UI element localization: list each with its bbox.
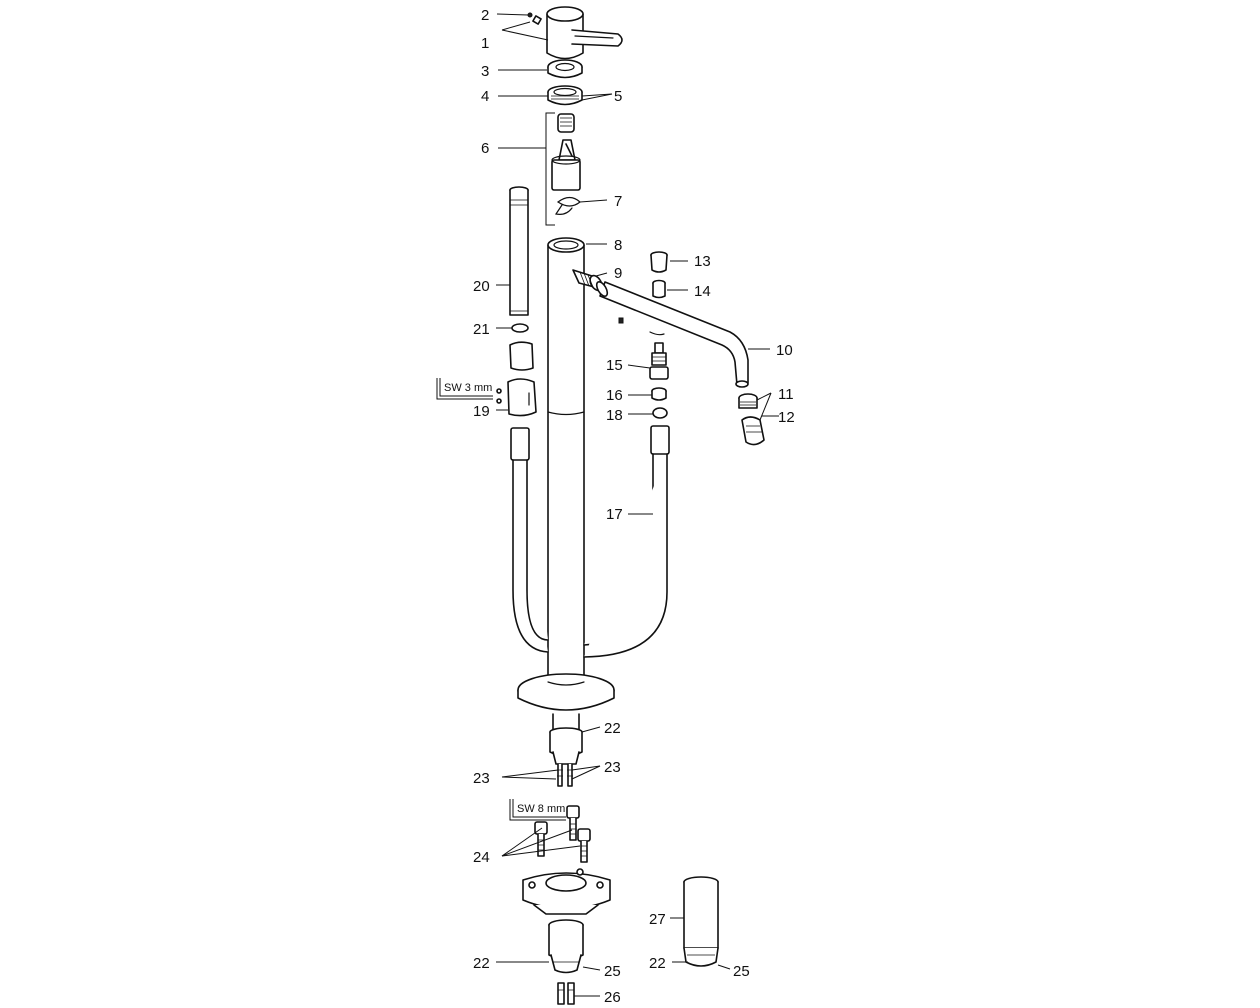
threaded-nut bbox=[547, 85, 583, 106]
label-21: 21 bbox=[473, 321, 490, 338]
cover-ring bbox=[547, 59, 583, 79]
label-25-right: 25 bbox=[733, 963, 750, 980]
tool-label-sw8: SW 8 mm bbox=[517, 803, 565, 815]
label-22-right: 22 bbox=[649, 955, 666, 972]
label-1: 1 bbox=[481, 35, 489, 52]
retaining-clip bbox=[555, 196, 581, 215]
label-12: 12 bbox=[778, 409, 795, 426]
label-20: 20 bbox=[473, 278, 490, 295]
main-column bbox=[547, 237, 585, 691]
label-7: 7 bbox=[614, 193, 622, 210]
label-18: 18 bbox=[606, 407, 623, 424]
label-27: 27 bbox=[649, 911, 666, 928]
fitting-22-bottom bbox=[548, 919, 584, 974]
spout bbox=[595, 280, 749, 388]
valve-cartridge bbox=[649, 342, 669, 380]
label-22-top: 22 bbox=[604, 720, 621, 737]
label-14: 14 bbox=[694, 283, 711, 300]
shower-holder bbox=[496, 341, 537, 417]
label-13: 13 bbox=[694, 253, 711, 270]
label-19: 19 bbox=[473, 403, 490, 420]
label-3: 3 bbox=[481, 63, 489, 80]
leader-lines bbox=[436, 13, 779, 997]
fitting-22-top bbox=[549, 727, 583, 765]
part-number-labels: 2 1 3 4 5 6 7 8 9 13 14 10 15 16 18 11 1… bbox=[473, 7, 795, 1006]
cap-sleeve-13 bbox=[650, 251, 668, 273]
label-22-bottom: 22 bbox=[473, 955, 490, 972]
label-6: 6 bbox=[481, 140, 489, 157]
nut-16 bbox=[651, 387, 667, 401]
hose-tails-23 bbox=[557, 763, 573, 787]
label-23-left: 23 bbox=[473, 770, 490, 787]
label-8: 8 bbox=[614, 237, 622, 254]
extension-27 bbox=[683, 876, 719, 967]
label-5: 5 bbox=[614, 88, 622, 105]
label-2: 2 bbox=[481, 7, 489, 24]
grub-screw bbox=[527, 12, 542, 25]
label-23-right: 23 bbox=[604, 759, 621, 776]
handle-cap bbox=[546, 6, 623, 60]
label-25-left: 25 bbox=[604, 963, 621, 980]
label-9: 9 bbox=[614, 265, 622, 282]
label-16: 16 bbox=[606, 387, 623, 404]
cartridge-group bbox=[551, 113, 581, 191]
label-10: 10 bbox=[776, 342, 793, 359]
label-26: 26 bbox=[604, 989, 621, 1006]
aerator bbox=[738, 393, 765, 446]
tool-label-sw3: SW 3 mm bbox=[444, 382, 492, 394]
floor-escutcheon bbox=[517, 673, 615, 711]
label-17: 17 bbox=[606, 506, 623, 523]
label-24: 24 bbox=[473, 849, 490, 866]
label-15: 15 bbox=[606, 357, 623, 374]
mounting-flange bbox=[522, 868, 611, 915]
label-4: 4 bbox=[481, 88, 489, 105]
pins-26 bbox=[557, 982, 575, 1005]
washer-21 bbox=[511, 323, 529, 333]
tool-size-labels: SW 3 mm SW 8 mm bbox=[444, 382, 565, 815]
insert-14 bbox=[652, 279, 666, 299]
hose-left bbox=[510, 427, 549, 653]
hose-right bbox=[583, 425, 670, 658]
hand-shower bbox=[509, 186, 529, 316]
o-ring-18 bbox=[652, 407, 668, 419]
label-11: 11 bbox=[778, 386, 794, 403]
